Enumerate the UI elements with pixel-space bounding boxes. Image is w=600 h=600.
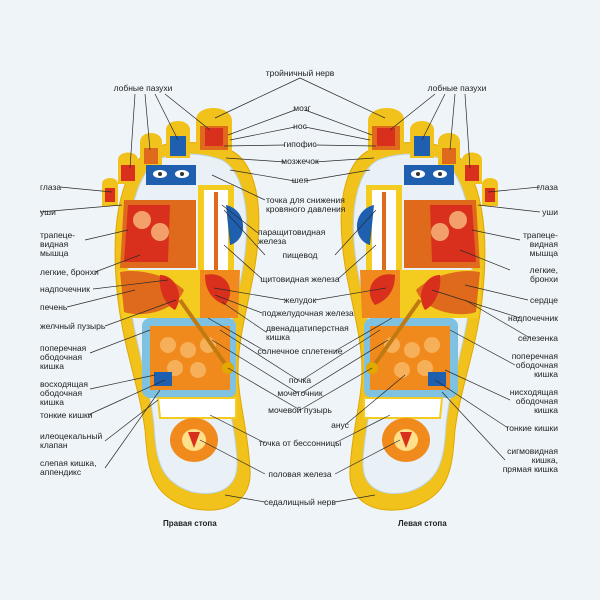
label-frontal-sinuses-left: лобные пазухи [113,83,173,93]
label-bladder: мочевой пузырь [268,405,332,415]
label-lungs-left: легкие, бронхи [40,267,99,277]
label-ears-right: уши [542,207,558,217]
label-trigeminal-nerve: тройничный нерв [265,68,335,78]
label-spleen: селезенка [517,333,558,343]
label-brain: мозг [293,103,311,113]
label-neck: шея [291,175,309,185]
label-parathyroid: паращитовидная железа [258,227,326,246]
label-pancreas: поджелудочная железа [262,308,354,318]
label-ascending-colon: восходящая ободочная кишка [40,379,88,407]
label-liver: печень [40,302,68,312]
label-eyes-right: глаза [536,182,558,192]
label-insomnia-point: точка от бессонницы [258,438,342,448]
label-kidney: почка [288,375,312,385]
label-gallbladder: желчный пузырь [40,321,106,331]
label-gonad: половая железа [268,469,332,479]
label-sciatic-nerve: седалищный нерв [264,497,336,507]
label-trapezius-right: трапеце- видная мышца [522,230,558,258]
label-heart: сердце [530,295,558,305]
label-ears-left: уши [40,207,56,217]
label-cerebellum: мозжечок [281,156,319,166]
label-transverse-colon-right: поперечная ободочная кишка [511,351,558,379]
label-descending-colon: нисходящая ободочная кишка [509,387,558,415]
label-nose: нос [293,121,307,131]
label-transverse-colon-left: поперечная ободочная кишка [40,343,87,371]
label-ureter: мочеточник [277,388,323,398]
label-adrenal-right: надпочечник [508,313,558,323]
label-adrenal-left: надпочечник [40,284,90,294]
label-small-intestine-right: тонкие кишки [505,423,558,433]
label-thyroid: щитовидная железа [260,274,340,284]
label-trapezius-left: трапеце- видная мышца [40,230,76,258]
label-bp-point: точка для снижения кровяного давления [266,195,346,214]
label-ileocecal-valve: илеоцекальный клапан [40,431,103,450]
label-duodenum: двенадцатиперстная кишка [266,323,349,342]
label-anus: анус [331,420,349,430]
label-small-intestine-left: тонкие кишки [40,410,93,420]
label-solar-plexus: солнечное сплетение [257,346,343,356]
label-lungs-right: легкие, бронхи [529,265,558,284]
caption-right-foot: Правая стопа [163,519,217,528]
caption-left-foot: Левая стопа [398,519,447,528]
label-pituitary: гипофис [283,139,317,149]
label-esophagus: пищевод [282,250,318,260]
label-frontal-sinuses-right: лобные пазухи [427,83,487,93]
label-stomach: желудок [283,295,317,305]
label-sigmoid-colon: сигмовидная кишка, прямая кишка [502,446,558,474]
label-eyes-left: глаза [40,182,62,192]
label-cecum: слепая кишка, аппендикс [40,458,97,477]
